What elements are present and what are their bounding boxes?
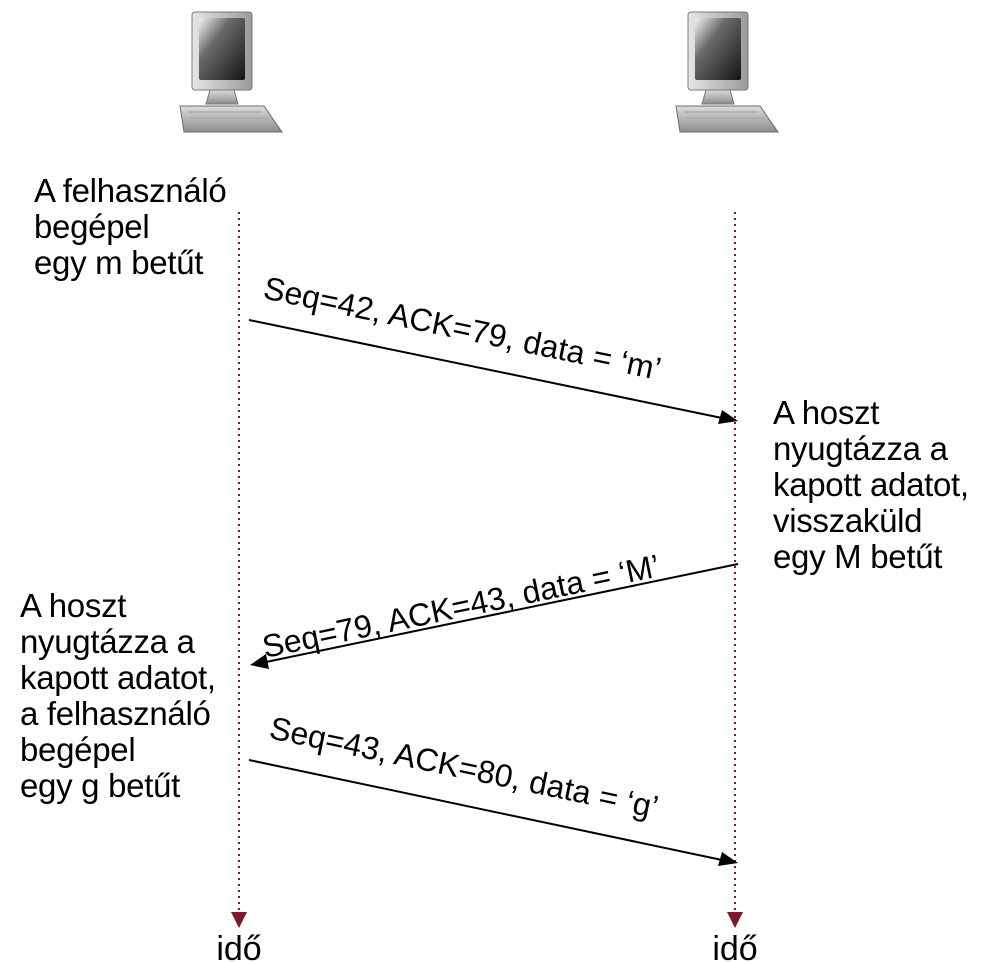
time-label-left: idő (216, 930, 261, 963)
message-label-1: Seq=42, ACK=79, data = ‘m’ (261, 270, 665, 387)
right-timeline-arrowhead (727, 912, 743, 928)
message-arrowhead-1 (718, 410, 738, 424)
note-line: a felhasználó (20, 695, 211, 732)
message-label-2: Seq=79, ACK=43, data = ‘M’ (259, 548, 663, 665)
note-line: A hoszt (20, 587, 127, 624)
right-computer-icon (675, 11, 779, 133)
left-timeline-arrowhead (231, 912, 247, 928)
note-user-types-m: A felhasználó begépel egy m betűt (34, 172, 227, 281)
note-line: begépel (34, 208, 150, 245)
note-line: nyugtázza a (20, 623, 195, 660)
message-arrowhead-2 (250, 654, 269, 669)
note-line: egy g betűt (20, 767, 180, 804)
note-line: egy M betűt (773, 538, 943, 575)
note-line: kapott adatot, (773, 466, 969, 503)
message-label-3: Seq=43, ACK=80, data = ‘g’ (267, 710, 662, 826)
time-label-right: idő (712, 930, 757, 963)
note-host-acks-echoes-M: A hoszt nyugtázza a kapott adatot, vissz… (773, 395, 969, 575)
message-arrow-1 (248, 319, 723, 419)
note-line: A hoszt (773, 394, 880, 431)
note-line: begépel (20, 731, 136, 768)
note-line: visszaküld (773, 502, 923, 539)
note-line: A felhasználó (34, 172, 227, 209)
note-line: egy m betűt (34, 244, 204, 281)
message-arrow-2 (265, 563, 739, 663)
message-arrow-3 (248, 759, 723, 861)
note-line: nyugtázza a (773, 430, 948, 467)
message-arrowhead-3 (718, 852, 738, 866)
note-line: kapott adatot, (20, 659, 216, 696)
note-host-acks-user-types-g: A hoszt nyugtázza a kapott adatot, a fel… (20, 588, 216, 804)
left-computer-icon (179, 11, 283, 133)
